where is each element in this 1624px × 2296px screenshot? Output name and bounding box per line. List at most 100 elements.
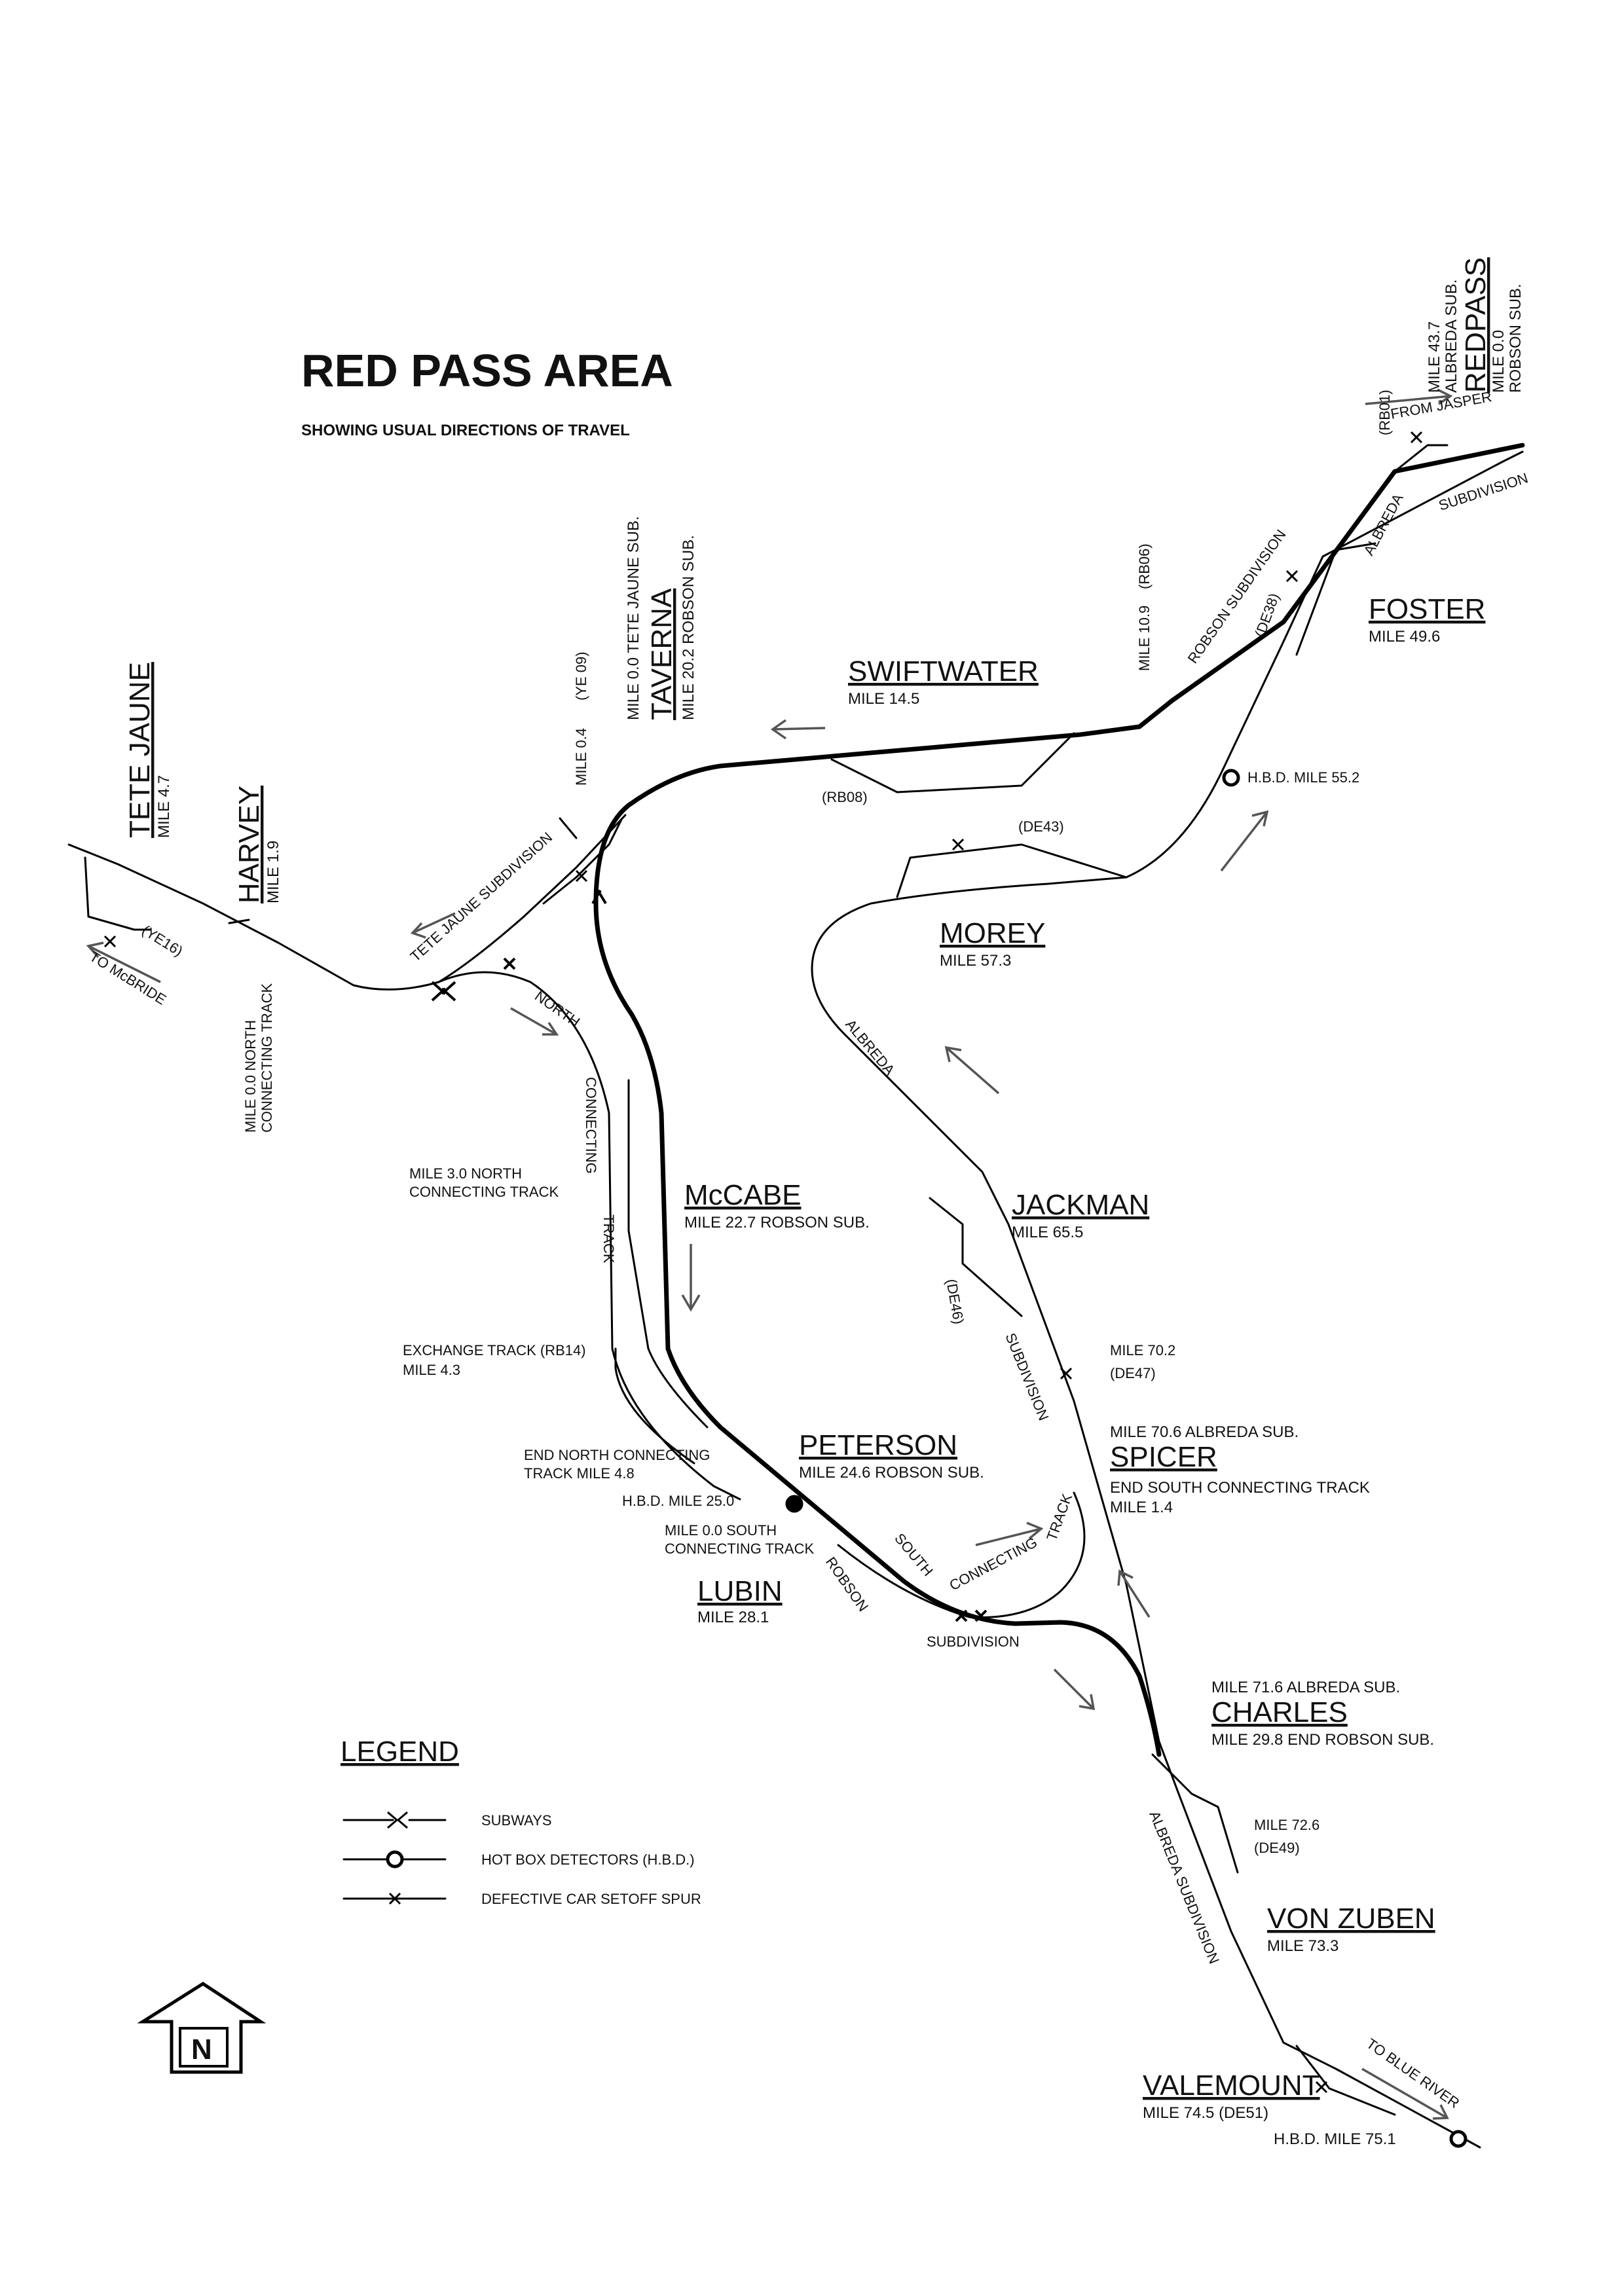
station-harvey: HARVEY MILE 1.9 bbox=[233, 786, 282, 903]
station-taverna: TAVERNA MILE 0.0 TETE JAUNE SUB. MILE 20… bbox=[625, 516, 697, 720]
station-name: FOSTER bbox=[1369, 593, 1485, 625]
hbd-icon bbox=[386, 1850, 404, 1868]
subway-markers bbox=[431, 889, 987, 1622]
station-name: JACKMAN bbox=[1012, 1189, 1149, 1221]
station-morey: MOREY MILE 57.3 bbox=[940, 917, 1045, 970]
station-mccabe: McCABE MILE 22.7 ROBSON SUB. bbox=[684, 1179, 870, 1231]
south-conn-label: CONNECTING TRACK bbox=[665, 1540, 814, 1557]
hbd-25-0-label: H.B.D. MILE 25.0 bbox=[622, 1493, 734, 1509]
station-name: REDPASS bbox=[1460, 257, 1492, 393]
morey-siding bbox=[896, 843, 1128, 898]
mile-10-9-label: MILE 10.9 bbox=[1136, 606, 1153, 671]
setoff-x-icon bbox=[1315, 2081, 1328, 2094]
station-swiftwater: SWIFTWATER MILE 14.5 bbox=[848, 655, 1039, 708]
subdivision-mid-label: SUBDIVISION bbox=[1002, 1331, 1052, 1423]
mile-70-2-label: MILE 70.2 bbox=[1110, 1342, 1175, 1358]
setoff-spur-markers bbox=[103, 431, 1423, 2094]
hbd-55-2-label: H.B.D. MILE 55.2 bbox=[1247, 769, 1359, 786]
subway-icon bbox=[431, 981, 456, 1002]
station-mile: MILE 74.5 (DE51) bbox=[1143, 2104, 1268, 2122]
de49-label: (DE49) bbox=[1254, 1840, 1300, 1856]
end-north-label: END NORTH CONNECTING bbox=[524, 1447, 710, 1463]
setoff-x-icon bbox=[103, 935, 117, 948]
tete-jaune-subdivision-label: TETE JAUNE SUBDIVISION bbox=[407, 829, 556, 965]
mile-3-0-label: MILE 3.0 NORTH bbox=[409, 1165, 522, 1182]
arrow-icon bbox=[410, 912, 456, 939]
jackman-siding bbox=[929, 1197, 1023, 1317]
station-hbd: H.B.D. MILE 75.1 bbox=[1274, 2130, 1396, 2148]
direction-arrows bbox=[86, 388, 1453, 2120]
setoff-x-icon bbox=[1410, 431, 1423, 444]
station-name: PETERSON bbox=[799, 1429, 957, 1461]
rb01-label: (RB01) bbox=[1376, 390, 1393, 435]
setoff-x-icon bbox=[1060, 1367, 1073, 1380]
arrow-icon bbox=[975, 1522, 1044, 1546]
de38-label: (DE38) bbox=[1251, 591, 1282, 640]
station-name: SWIFTWATER bbox=[848, 655, 1039, 687]
hbd-icon bbox=[1449, 2130, 1467, 2148]
connecting-lower-label: CONNECTING bbox=[947, 1534, 1040, 1594]
to-mcbride-label: TO McBRIDE bbox=[86, 948, 169, 1008]
tete-jaune-setoff-spur bbox=[84, 856, 152, 931]
station-name: HARVEY bbox=[233, 786, 265, 903]
south-label: SOUTH bbox=[891, 1530, 936, 1579]
station-mile: MILE 70.6 ALBREDA SUB. bbox=[1110, 1423, 1299, 1441]
connecting-label: CONNECTING bbox=[583, 1077, 599, 1174]
albreda-mid-label: ALBREDA bbox=[842, 1016, 898, 1078]
setoff-x-icon bbox=[951, 838, 965, 851]
setoff-x-icon bbox=[388, 1892, 401, 1905]
station-mile: MILE 57.3 bbox=[940, 952, 1011, 970]
valemount-siding bbox=[1295, 2045, 1396, 2116]
subway-icon bbox=[503, 957, 516, 970]
redpass-setoff bbox=[1393, 444, 1449, 473]
station-mile: MILE 22.7 ROBSON SUB. bbox=[684, 1214, 870, 1231]
track-lower-label: TRACK bbox=[1043, 1491, 1075, 1543]
station-mile: MILE 0.0 bbox=[1490, 330, 1507, 393]
mile-0-4-label: MILE 0.4 bbox=[573, 728, 589, 786]
station-mile: MILE 28.1 bbox=[697, 1609, 769, 1626]
legend: LEGEND SUBWAYS HOT BOX DETECTORS (H.B.D.… bbox=[341, 1736, 701, 1907]
station-mile: MILE 73.3 bbox=[1267, 1937, 1338, 1955]
arrow-icon bbox=[510, 1007, 559, 1036]
station-sub: ALBREDA SUB. bbox=[1443, 280, 1460, 393]
albreda-subdivision-line bbox=[811, 450, 1524, 2149]
station-mile: MILE 43.7 bbox=[1426, 321, 1443, 393]
swiftwater-siding bbox=[830, 732, 1075, 793]
north-label: N bbox=[191, 2033, 212, 2066]
legend-label: SUBWAYS bbox=[481, 1812, 552, 1829]
harvey-siding bbox=[228, 919, 250, 924]
station-lubin: LUBIN MILE 28.1 bbox=[697, 1575, 783, 1626]
taverna-siding bbox=[542, 817, 623, 905]
mile-4-3-label: MILE 4.3 bbox=[403, 1362, 460, 1378]
subway-icon bbox=[591, 889, 607, 905]
station-mile: MILE 1.4 bbox=[1110, 1499, 1173, 1516]
legend-item-subways: SUBWAYS bbox=[342, 1811, 552, 1829]
arrow-icon bbox=[1053, 1668, 1096, 1711]
station-sub: ROBSON SUB. bbox=[1507, 283, 1524, 393]
subway-icon bbox=[955, 1609, 987, 1622]
arrow-icon bbox=[1220, 810, 1269, 872]
arrow-icon bbox=[1361, 2068, 1449, 2120]
station-mile: MILE 1.9 bbox=[265, 841, 282, 903]
mile-72-6-label: MILE 72.6 bbox=[1254, 1817, 1320, 1833]
albreda-subdivision-label: ALBREDA SUBDIVISION bbox=[1146, 1809, 1223, 1967]
station-mile: MILE 14.5 bbox=[848, 690, 919, 708]
north-conn-label: CONNECTING TRACK bbox=[259, 983, 275, 1133]
north-arrow: N bbox=[137, 1982, 267, 2074]
ye09-label: (YE 09) bbox=[573, 651, 589, 701]
exchange-track bbox=[614, 1347, 695, 1465]
hot-box-detectors bbox=[785, 769, 1467, 2148]
track-label: TRACK bbox=[600, 1214, 617, 1264]
station-peterson: PETERSON MILE 24.6 ROBSON SUB. bbox=[799, 1429, 984, 1482]
north-connecting-siding bbox=[627, 1079, 709, 1429]
south-conn-label: MILE 0.0 SOUTH bbox=[665, 1522, 777, 1539]
station-name: TETE JAUNE bbox=[124, 662, 156, 838]
subdivision-lower-label: SUBDIVISION bbox=[927, 1633, 1020, 1650]
connecting-track-label: CONNECTING TRACK bbox=[409, 1184, 559, 1200]
exchange-track-label: EXCHANGE TRACK (RB14) bbox=[403, 1342, 586, 1358]
map-subtitle: SHOWING USUAL DIRECTIONS OF TRAVEL bbox=[301, 422, 630, 439]
station-name: MOREY bbox=[940, 917, 1045, 949]
station-name: TAVERNA bbox=[646, 588, 678, 720]
end-north-label: TRACK MILE 4.8 bbox=[524, 1465, 635, 1482]
de47-label: (DE47) bbox=[1110, 1365, 1156, 1381]
